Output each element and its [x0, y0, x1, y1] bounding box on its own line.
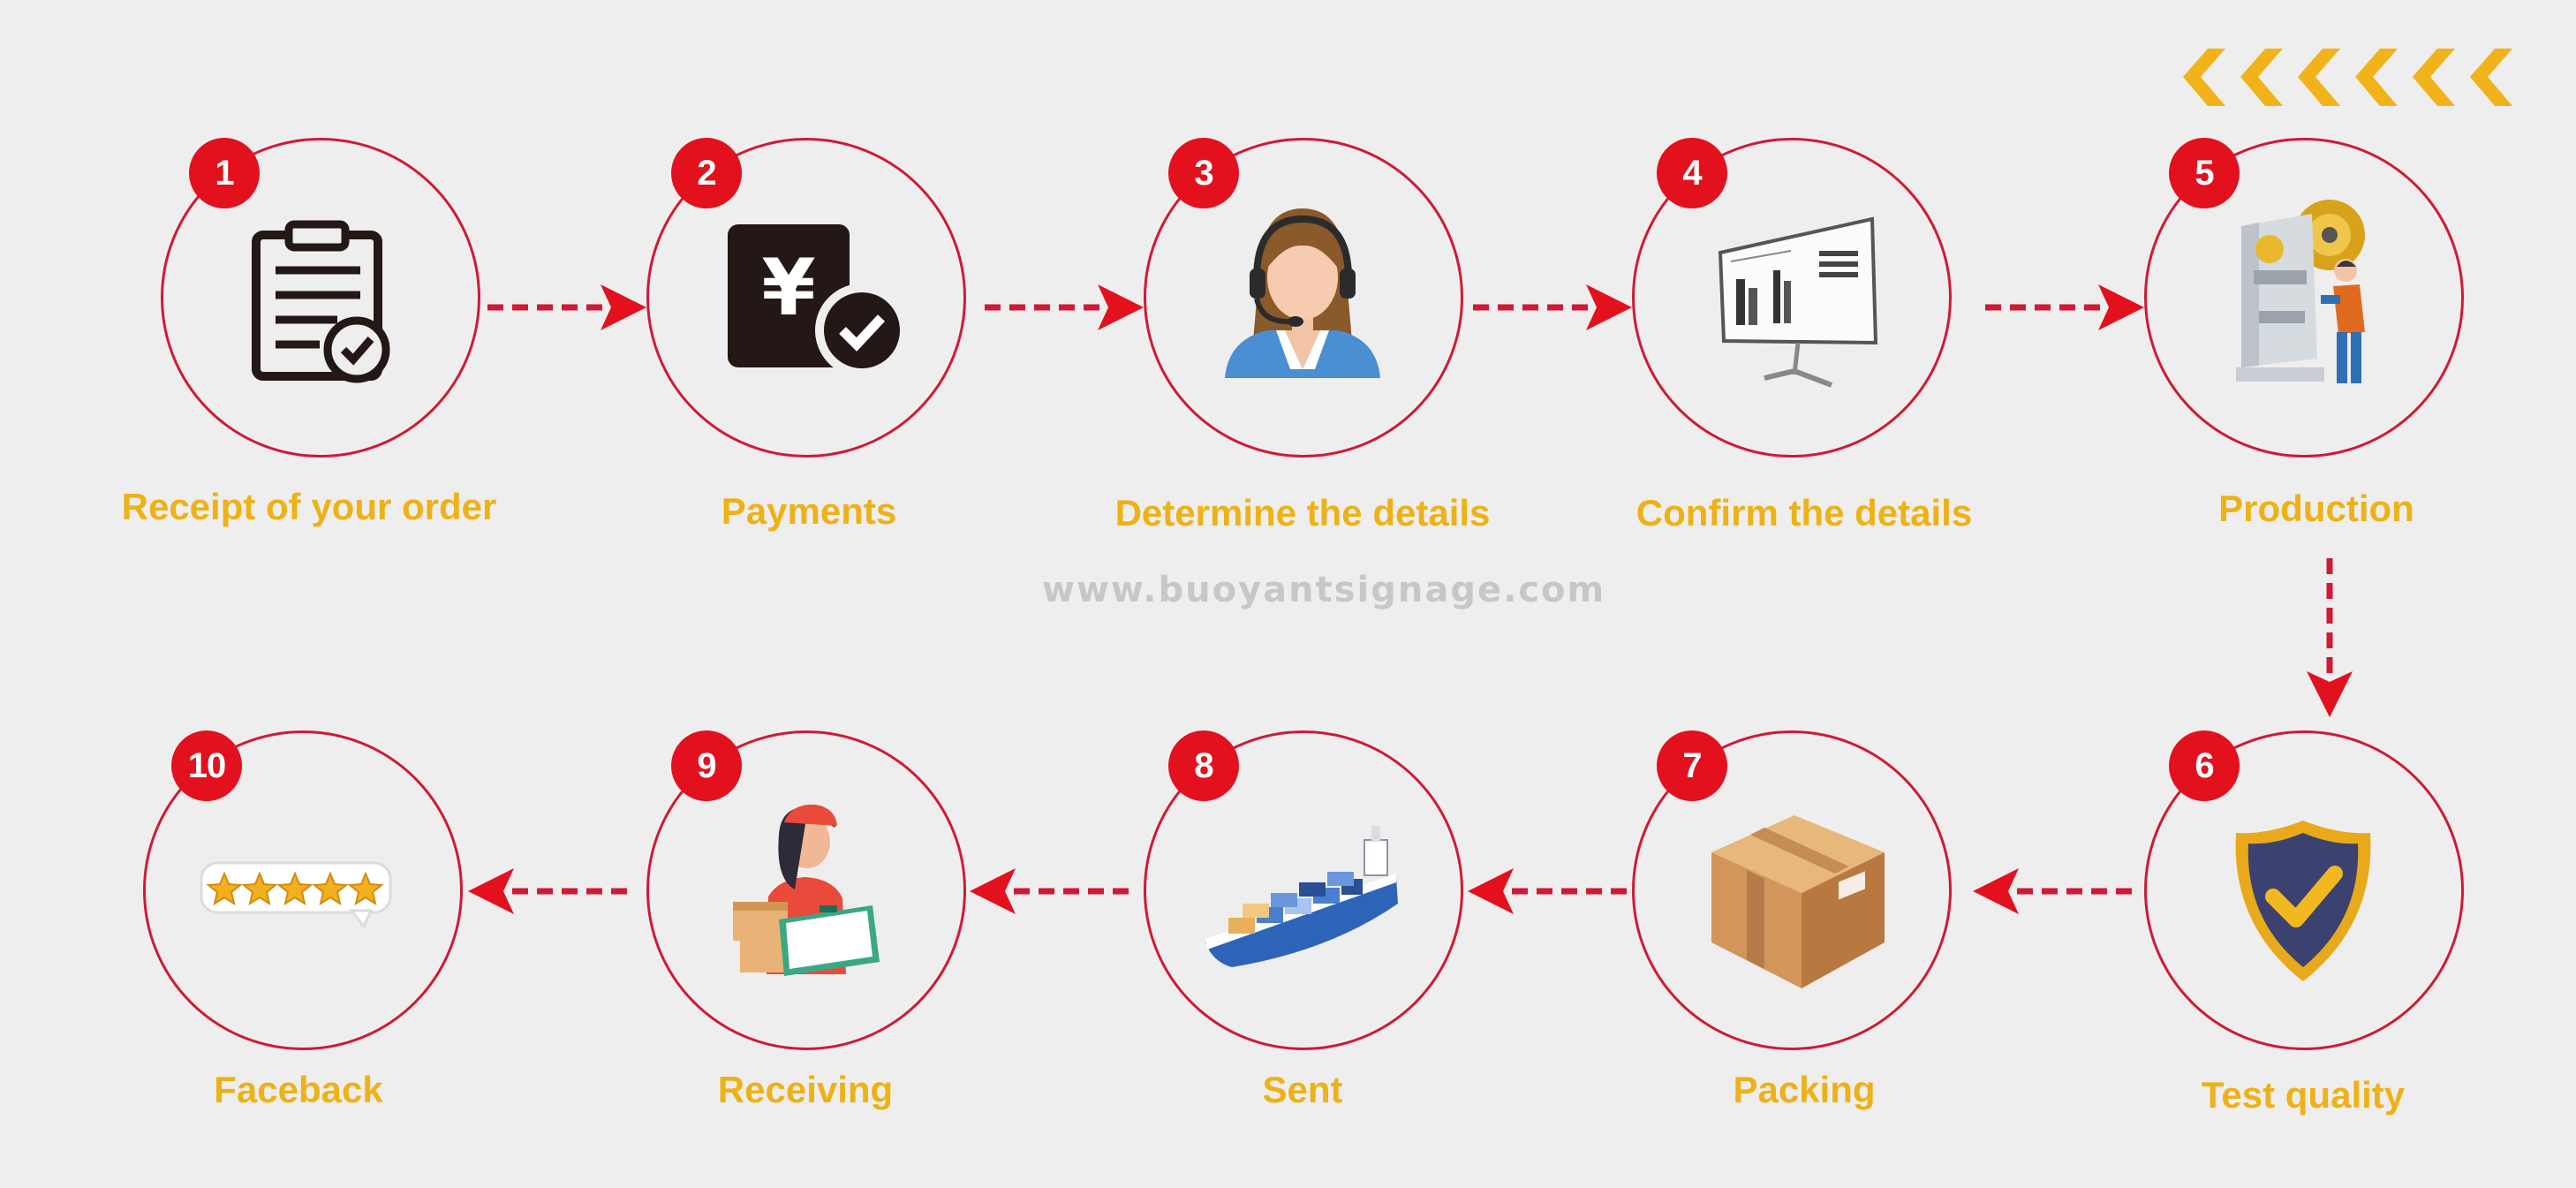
step-9: 9 — [646, 730, 966, 1050]
step-number-badge: 4 — [1657, 138, 1727, 208]
step-number-badge: 5 — [2169, 138, 2240, 208]
step-ring — [1632, 138, 1952, 458]
step-label: Confirm the details — [1635, 492, 1973, 533]
step-number-badge: 7 — [1657, 730, 1727, 801]
step-label: Receipt of your order — [121, 486, 497, 527]
step-2: ¥ 2 — [646, 138, 966, 458]
step-3: 3 — [1144, 138, 1463, 458]
step-6: 6 — [2144, 730, 2464, 1050]
step-ring — [161, 138, 480, 458]
customer-service-agent-icon — [1225, 208, 1380, 378]
clipboard-check-icon — [252, 220, 390, 383]
step-number-badge: 1 — [189, 138, 260, 208]
step-number-badge: 6 — [2169, 730, 2240, 801]
step-number-badge: 9 — [671, 730, 742, 801]
monitor-icon — [1718, 216, 1878, 388]
step-5: 5 — [2144, 138, 2464, 458]
step-label: Production — [2218, 488, 2414, 529]
step-label: Payments — [721, 490, 897, 532]
five-star-rating-icon — [200, 861, 392, 929]
step-ring — [1144, 730, 1463, 1050]
step-ring — [2144, 730, 2464, 1050]
step-number-badge: 2 — [671, 138, 742, 208]
yen-payment-check-icon: ¥ — [728, 224, 909, 377]
step-ring — [1144, 138, 1463, 458]
step-label: Determine the details — [1114, 492, 1491, 533]
step-label: Faceback — [214, 1069, 383, 1110]
step-label: Packing — [1733, 1069, 1876, 1110]
step-ring — [646, 730, 966, 1050]
arrow-right-icon — [1473, 284, 1632, 330]
arrow-right-icon — [487, 284, 646, 330]
arrow-left-icon — [1468, 868, 1627, 914]
step-number-badge: 10 — [171, 730, 242, 801]
step-ring — [1632, 730, 1952, 1050]
arrow-right-icon — [985, 284, 1144, 330]
step-ring — [143, 730, 463, 1050]
cardboard-box-icon — [1711, 815, 1885, 988]
step-4: 4 — [1632, 138, 1952, 458]
shield-check-icon — [2235, 821, 2371, 981]
step-10: 10 — [143, 730, 463, 1050]
step-ring — [646, 138, 966, 458]
watermark-url: www.buoyantsignage.com — [1042, 570, 1606, 610]
step-label: Sent — [1262, 1069, 1343, 1110]
step-7: 7 — [1632, 730, 1952, 1050]
machine-worker-icon — [2236, 200, 2365, 383]
chevron-left-icons — [2183, 49, 2512, 106]
arrow-down-icon — [2307, 558, 2353, 717]
step-8: 8 — [1144, 730, 1463, 1050]
step-number-badge: 8 — [1168, 730, 1239, 801]
cargo-ship-icon — [1205, 826, 1398, 967]
step-1: 1 — [161, 138, 480, 458]
arrow-right-icon — [1985, 284, 2144, 330]
arrow-left-icon — [970, 868, 1129, 914]
arrow-left-icon — [1973, 868, 2132, 914]
step-ring — [2144, 138, 2464, 458]
delivery-person-icon — [733, 804, 880, 976]
step-number-badge: 3 — [1168, 138, 1239, 208]
step-label: Test quality — [2201, 1074, 2406, 1116]
svg-text:¥: ¥ — [761, 242, 815, 333]
step-label: Receiving — [717, 1069, 894, 1110]
arrow-left-icon — [468, 868, 627, 914]
